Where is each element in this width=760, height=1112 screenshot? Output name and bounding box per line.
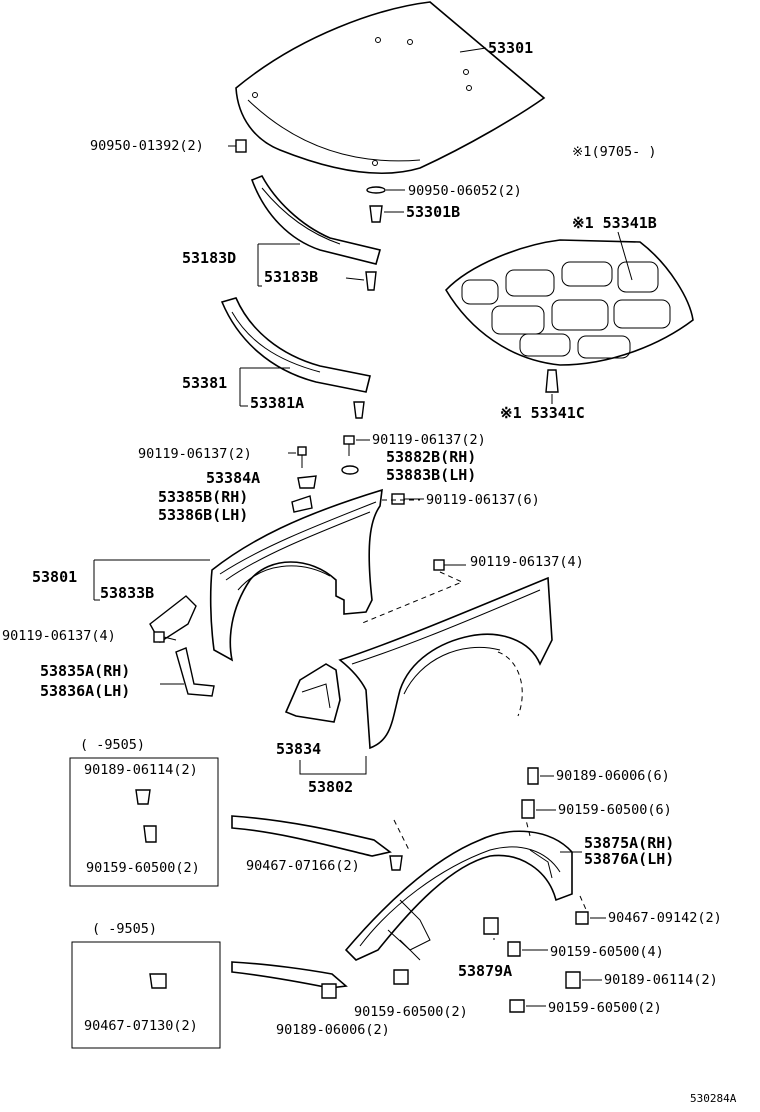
moulding-strip: [231, 815, 392, 857]
moulding-strip: [231, 961, 348, 989]
seal-381-label: 53381: [182, 374, 227, 392]
seal-clip-icon: [353, 401, 365, 419]
bolt-6-label: 90119-06137(6): [426, 492, 540, 508]
clip-06006-6-label: 90189-06006(6): [556, 768, 670, 784]
hood-label: 53301: [488, 39, 533, 57]
screw-icon: [393, 969, 409, 985]
diagram-code: 530284A: [690, 1092, 737, 1105]
hood-cushion-label: 53301B: [406, 203, 460, 221]
clip-icon: [575, 911, 589, 925]
clip-icon: [389, 855, 403, 871]
hood-panel: [235, 1, 546, 174]
part-53879a-label: 53879A: [458, 962, 512, 980]
grommet-icon: [366, 186, 386, 194]
hood-insulator: [444, 239, 694, 366]
bracket-833b-label: 53833B: [100, 584, 154, 602]
screw-icon: [507, 941, 521, 957]
fender-lh-label: 53801: [32, 568, 77, 586]
seal-clip-icon: [365, 271, 377, 291]
clip-icon: [527, 767, 539, 785]
clip-09142-label: 90467-09142(2): [608, 910, 722, 926]
hood-seal-upper: [250, 174, 381, 265]
screw-60500-2a-label: 90159-60500(2): [354, 1004, 468, 1020]
washer-lh-label: 53883B(LH): [386, 466, 476, 484]
clip-icon: [321, 983, 337, 999]
bolt-2b-label: 90119-06137(2): [372, 432, 486, 448]
note-9705: ※1(9705- ): [572, 144, 656, 160]
screw-icon: [509, 999, 525, 1013]
seal-d-label: 53183D: [182, 249, 236, 267]
hood-grommet-label: 90950-06052(2): [408, 183, 522, 199]
box2-frame: [71, 941, 221, 1049]
screw-icon: [143, 825, 157, 843]
clip-icon: [135, 789, 151, 805]
insulator-label: ※1 53341B: [572, 214, 657, 232]
washer-icon: [341, 465, 359, 475]
brace-icon: [175, 647, 215, 697]
liner-rh-label: 53875A(RH): [584, 834, 674, 852]
brace-rh-label: 53835A(RH): [40, 662, 130, 680]
fender-rh: [338, 576, 553, 750]
washer-rh-label: 53882B(RH): [386, 448, 476, 466]
screw-icon: [521, 799, 535, 819]
bolt-icon: [433, 559, 466, 571]
seal-381a-label: 53381A: [250, 394, 304, 412]
bracket-lh-label: 53386B(LH): [158, 506, 248, 524]
bolt-icon: [343, 435, 355, 456]
bracket-icon: [291, 495, 313, 513]
clip-07166-label: 90467-07166(2): [246, 858, 360, 874]
bracket-834-icon: [284, 663, 341, 723]
box2-note: ( -9505): [92, 921, 157, 937]
bolt-2a-label: 90119-06137(2): [138, 446, 252, 462]
bolt-4b-label: 90119-06137(4): [2, 628, 116, 644]
insulator-clip-icon: [545, 369, 559, 393]
bolt-icon: [391, 493, 424, 505]
bracket-icon: [297, 475, 317, 489]
screw-60500-2b-label: 90159-60500(2): [548, 1000, 662, 1016]
cushion-icon: [369, 205, 383, 223]
hood-seal-lower: [220, 297, 371, 393]
fender-rh-label: 53802: [308, 778, 353, 796]
hood-clip-icon: [235, 139, 247, 153]
clip-06114-label: 90189-06114(2): [604, 972, 718, 988]
box1-screw-label: 90159-60500(2): [86, 860, 200, 876]
clip-06006-2-label: 90189-06006(2): [276, 1022, 390, 1038]
hood-clip-label: 90950-01392(2): [90, 138, 204, 154]
box1-note: ( -9505): [80, 737, 145, 753]
fender-lh: [209, 488, 383, 662]
clip-icon: [149, 973, 167, 989]
part-53879a-icon: [483, 917, 499, 935]
box1-frame: [69, 757, 219, 887]
bolt-icon: [297, 446, 307, 468]
bolt-4a-label: 90119-06137(4): [470, 554, 584, 570]
box1-clip-label: 90189-06114(2): [84, 762, 198, 778]
bracket-384a-label: 53384A: [206, 469, 260, 487]
screw-60500-4-label: 90159-60500(4): [550, 944, 664, 960]
screw-60500-6-label: 90159-60500(6): [558, 802, 672, 818]
clip-icon: [565, 971, 581, 989]
seal-b-label: 53183B: [264, 268, 318, 286]
liner-lh-label: 53876A(LH): [584, 850, 674, 868]
fender-liner: [344, 830, 573, 961]
insulator-clip-label: ※1 53341C: [500, 404, 585, 422]
bolt-icon: [153, 631, 177, 643]
bracket-rh-label: 53385B(RH): [158, 488, 248, 506]
brace-lh-label: 53836A(LH): [40, 682, 130, 700]
bracket-834-label: 53834: [276, 740, 321, 758]
box2-clip-label: 90467-07130(2): [84, 1018, 198, 1034]
